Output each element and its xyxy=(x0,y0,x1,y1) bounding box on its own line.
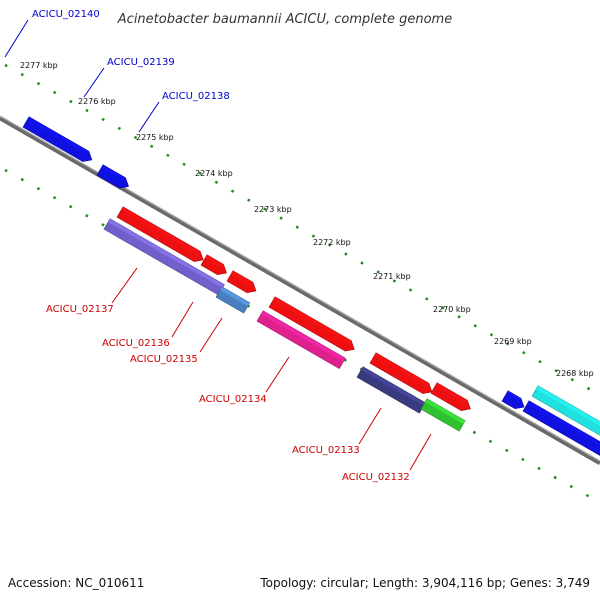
leader-line xyxy=(111,267,138,304)
gene-label-text[interactable]: ACICU_02137 xyxy=(46,304,114,315)
gene-label-text[interactable]: ACICU_02140 xyxy=(32,9,100,20)
map-title: Acinetobacter baumannii ACICU, complete … xyxy=(117,12,452,27)
gene-feature-green xyxy=(420,398,466,432)
scale-label: 2273 kbp xyxy=(254,205,292,214)
scale-labels: 2277 kbp 2276 kbp 2275 kbp 2274 kbp 2273 kbp… xyxy=(20,61,594,378)
topology-text: Topology: circular; Length: 3,904,116 bp… xyxy=(260,576,590,590)
gene-label-acicu-02137[interactable]: ACICU_02137 xyxy=(46,267,138,315)
gene-feature-cyan xyxy=(531,385,600,436)
leader-line xyxy=(265,356,290,393)
gene-acicu-02136-red xyxy=(200,254,227,275)
reverse-features xyxy=(103,206,471,432)
scale-label: 2270 kbp xyxy=(433,305,471,314)
leader-line xyxy=(4,19,29,58)
gene-acicu-02135-red xyxy=(226,270,257,293)
leader-line xyxy=(138,101,160,133)
accession-text: Accession: NC_010611 xyxy=(8,576,145,590)
gene-label-acicu-02136[interactable]: ACICU_02136 xyxy=(102,301,194,349)
gene-label-acicu-02134[interactable]: ACICU_02134 xyxy=(199,356,290,405)
gene-label-acicu-02138[interactable]: ACICU_02138 xyxy=(138,91,230,133)
gene-feature-steelblue xyxy=(215,286,251,314)
gene-label-text[interactable]: ACICU_02136 xyxy=(102,338,170,349)
gene-label-text[interactable]: ACICU_02139 xyxy=(107,57,175,68)
scale-label: 2277 kbp xyxy=(20,61,58,70)
gene-label-acicu-02140[interactable]: ACICU_02140 xyxy=(4,9,100,58)
scale-label: 2272 kbp xyxy=(313,238,351,247)
gene-feature-blue-right xyxy=(501,390,525,409)
scale-label: 2275 kbp xyxy=(136,133,174,142)
scale-label: 2276 kbp xyxy=(78,97,116,106)
gene-label-text[interactable]: ACICU_02134 xyxy=(199,394,267,405)
scale-label: 2269 kbp xyxy=(494,337,532,346)
leader-line xyxy=(171,301,194,338)
scale-label: 2271 kbp xyxy=(373,272,411,281)
gene-label-text[interactable]: ACICU_02135 xyxy=(130,354,198,365)
leader-line xyxy=(83,67,105,98)
gene-acicu-02133-red xyxy=(369,352,433,394)
gene-label-acicu-02135[interactable]: ACICU_02135 xyxy=(130,317,223,365)
gene-acicu-02132-red xyxy=(430,382,471,411)
gene-acicu-02134-red xyxy=(268,296,355,352)
gene-acicu-02137-bar xyxy=(116,206,204,262)
leader-line xyxy=(199,317,223,353)
gene-label-acicu-02139[interactable]: ACICU_02139 xyxy=(83,57,175,98)
forward-features xyxy=(22,116,600,456)
outer-tick-track xyxy=(4,63,600,397)
gene-feature-pink xyxy=(256,310,346,369)
gene-labels: ACICU_02140ACICU_02139ACICU_02138ACICU_0… xyxy=(4,9,432,483)
gene-acicu-02139-bar xyxy=(96,164,130,189)
leader-line xyxy=(409,433,432,471)
gene-label-text[interactable]: ACICU_02138 xyxy=(162,91,230,102)
gene-feature-blue-long xyxy=(522,400,600,456)
gene-label-acicu-02132[interactable]: ACICU_02132 xyxy=(342,433,432,483)
scale-label: 2268 kbp xyxy=(556,369,594,378)
scale-label: 2274 kbp xyxy=(195,169,233,178)
leader-line xyxy=(358,407,382,445)
gene-label-acicu-02133[interactable]: ACICU_02133 xyxy=(292,407,382,456)
gene-feature-navy xyxy=(356,366,426,414)
gene-acicu-02140-bar xyxy=(22,116,93,162)
gene-label-text[interactable]: ACICU_02133 xyxy=(292,445,360,456)
backbone xyxy=(0,115,600,465)
gene-label-text[interactable]: ACICU_02132 xyxy=(342,472,410,483)
